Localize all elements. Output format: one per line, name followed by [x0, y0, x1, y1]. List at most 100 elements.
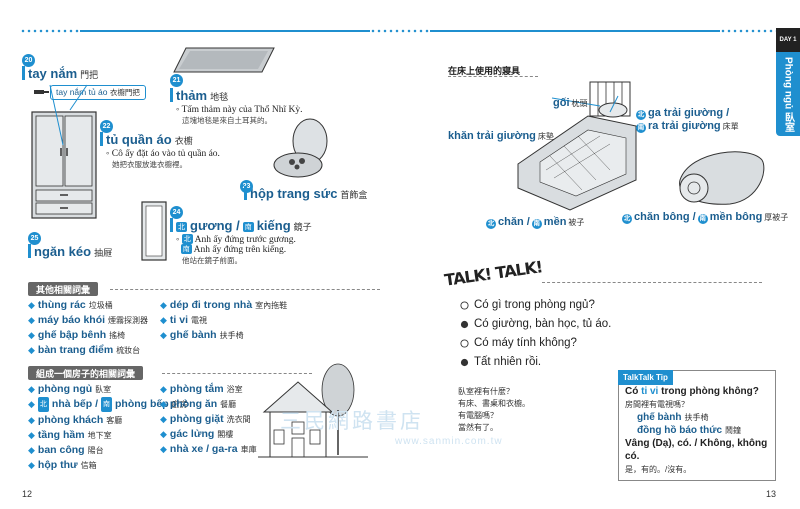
vocab-vi: ngăn kéo [34, 244, 92, 259]
vocab-zh: 地毯 [210, 92, 229, 102]
top-rule-dots [720, 28, 776, 34]
talk-talk-logo: TALK! TALK! [443, 257, 544, 290]
speaker-a-icon [460, 339, 469, 348]
rug-illustration [173, 47, 275, 73]
pointer-lines [551, 95, 619, 113]
vocab-item-tu-quan-ao: 22 tủ quần áo 衣櫥 ◦ Cô ấy đặt áo vào tủ q… [100, 120, 230, 170]
vocab-vi: tay nắm [28, 66, 78, 81]
vocab-item-hop-trang-suc: 23 hộp trang sức 首飾盒 [240, 178, 367, 201]
example-vi-north: ◦ 北 Anh ấy đứng trước gương. [176, 234, 296, 245]
speaker-b-icon [460, 320, 469, 329]
vocab-vi: hộp trang sức [250, 186, 338, 201]
page-number-left: 12 [22, 489, 33, 499]
dialog-line: Có giường, bàn học, tủ áo. [460, 315, 611, 334]
bed-section-title: 在床上使用的寢具 [448, 66, 521, 76]
vocab-zh: 抽屜 [94, 248, 113, 258]
vocab-zh: 鏡子 [293, 222, 312, 232]
section-other-words-title: 其他相關詞彙 [28, 282, 99, 296]
tip-answer-zh: 是，有的。/沒有。 [625, 465, 692, 474]
speaker-a-icon [460, 301, 469, 310]
vocab-zh: 衣櫥 [174, 136, 193, 146]
vocab-zh: 首飾盒 [340, 190, 368, 200]
example-vi: ◦ Tấm thảm này của Thổ Nhĩ Kỳ. [176, 105, 303, 115]
dialog: Có gì trong phòng ngủ? Có giường, bàn họ… [460, 296, 611, 372]
vocab-item-guong: 24 北 gương / 南 kiếng 鏡子 ◦ 北 Anh ấy đứng … [170, 206, 340, 266]
vocab-bar [28, 244, 31, 258]
rolled-blanket-illustration [679, 151, 765, 205]
example-zh: 她把衣服放進衣櫥裡。 [112, 160, 187, 169]
vocab-number: 25 [28, 232, 41, 245]
sub-vocab-zh: 衣櫥門把 [109, 88, 140, 97]
south-tag: 南 [242, 222, 254, 232]
dialog-line: Tất nhiên rồi. [460, 353, 611, 372]
section-rule [162, 373, 312, 374]
section-rooms-title: 組成一個房子的相關詞彙 [28, 366, 144, 380]
vocab-item-ngan-keo: 25 ngăn kéo 抽屜 [28, 232, 113, 259]
tip-question: Có ti vi trong phòng không? [625, 386, 759, 397]
top-rule-dots [400, 28, 430, 34]
top-rule [80, 30, 370, 32]
dialog-line: Có gì trong phòng ngủ? [460, 296, 611, 315]
section-rule [448, 76, 538, 77]
watermark-url: www.sanmin.com.tw [395, 436, 503, 447]
vocab-item-tham: 21 thảm 地毯 ◦ Tấm thảm này của Thổ Nhĩ Kỳ… [170, 74, 320, 126]
section-rule [110, 289, 380, 290]
day-label: DAY 1 [776, 28, 800, 52]
top-rule [430, 30, 720, 32]
vocab-vi: gương / [190, 218, 240, 233]
example-vi: ◦ Cô ấy đặt áo vào tủ quần áo. [106, 149, 220, 159]
dialog-line: Có máy tính không? [460, 334, 611, 353]
vocab-vi-south: kiếng [256, 218, 291, 233]
top-rule-dots [370, 28, 400, 34]
vocab-item-tay-nam: 20 tay nắm 門把 [22, 54, 99, 81]
vocab-bar [100, 132, 103, 146]
top-rule-dots [20, 28, 80, 34]
house-illustration [258, 363, 368, 458]
left-page: 20 tay nắm 門把 tay nắm tủ áo 衣櫥門把 21 [20, 28, 400, 499]
vocab-bar [170, 218, 173, 232]
bed-illustration [517, 81, 637, 211]
wardrobe-illustration [31, 111, 97, 219]
page-number-right: 13 [766, 489, 777, 499]
speaker-b-icon [460, 358, 469, 367]
key-icon [34, 90, 49, 94]
tip-question-zh: 房間裡有電視嗎？ [625, 400, 689, 409]
vocab-zh: 門把 [80, 70, 99, 80]
pointer-lines [49, 84, 88, 146]
vocab-bar [170, 88, 173, 102]
dialog-translation: 臥室裡有什麼？ 有床、書桌和衣櫥。 有電腦嗎？ 當然有了。 [458, 387, 530, 432]
north-tag: 北 [176, 222, 187, 232]
example-zh: 他站在鏡子前面。 [182, 256, 242, 265]
vocab-bar [244, 186, 247, 200]
tip-header: TalkTalk Tip [618, 370, 673, 385]
vocab-number: 22 [100, 120, 113, 133]
vocab-vi: thảm [176, 88, 208, 103]
jewelry-box-illustration [273, 118, 328, 178]
vocab-number: 24 [170, 206, 183, 219]
